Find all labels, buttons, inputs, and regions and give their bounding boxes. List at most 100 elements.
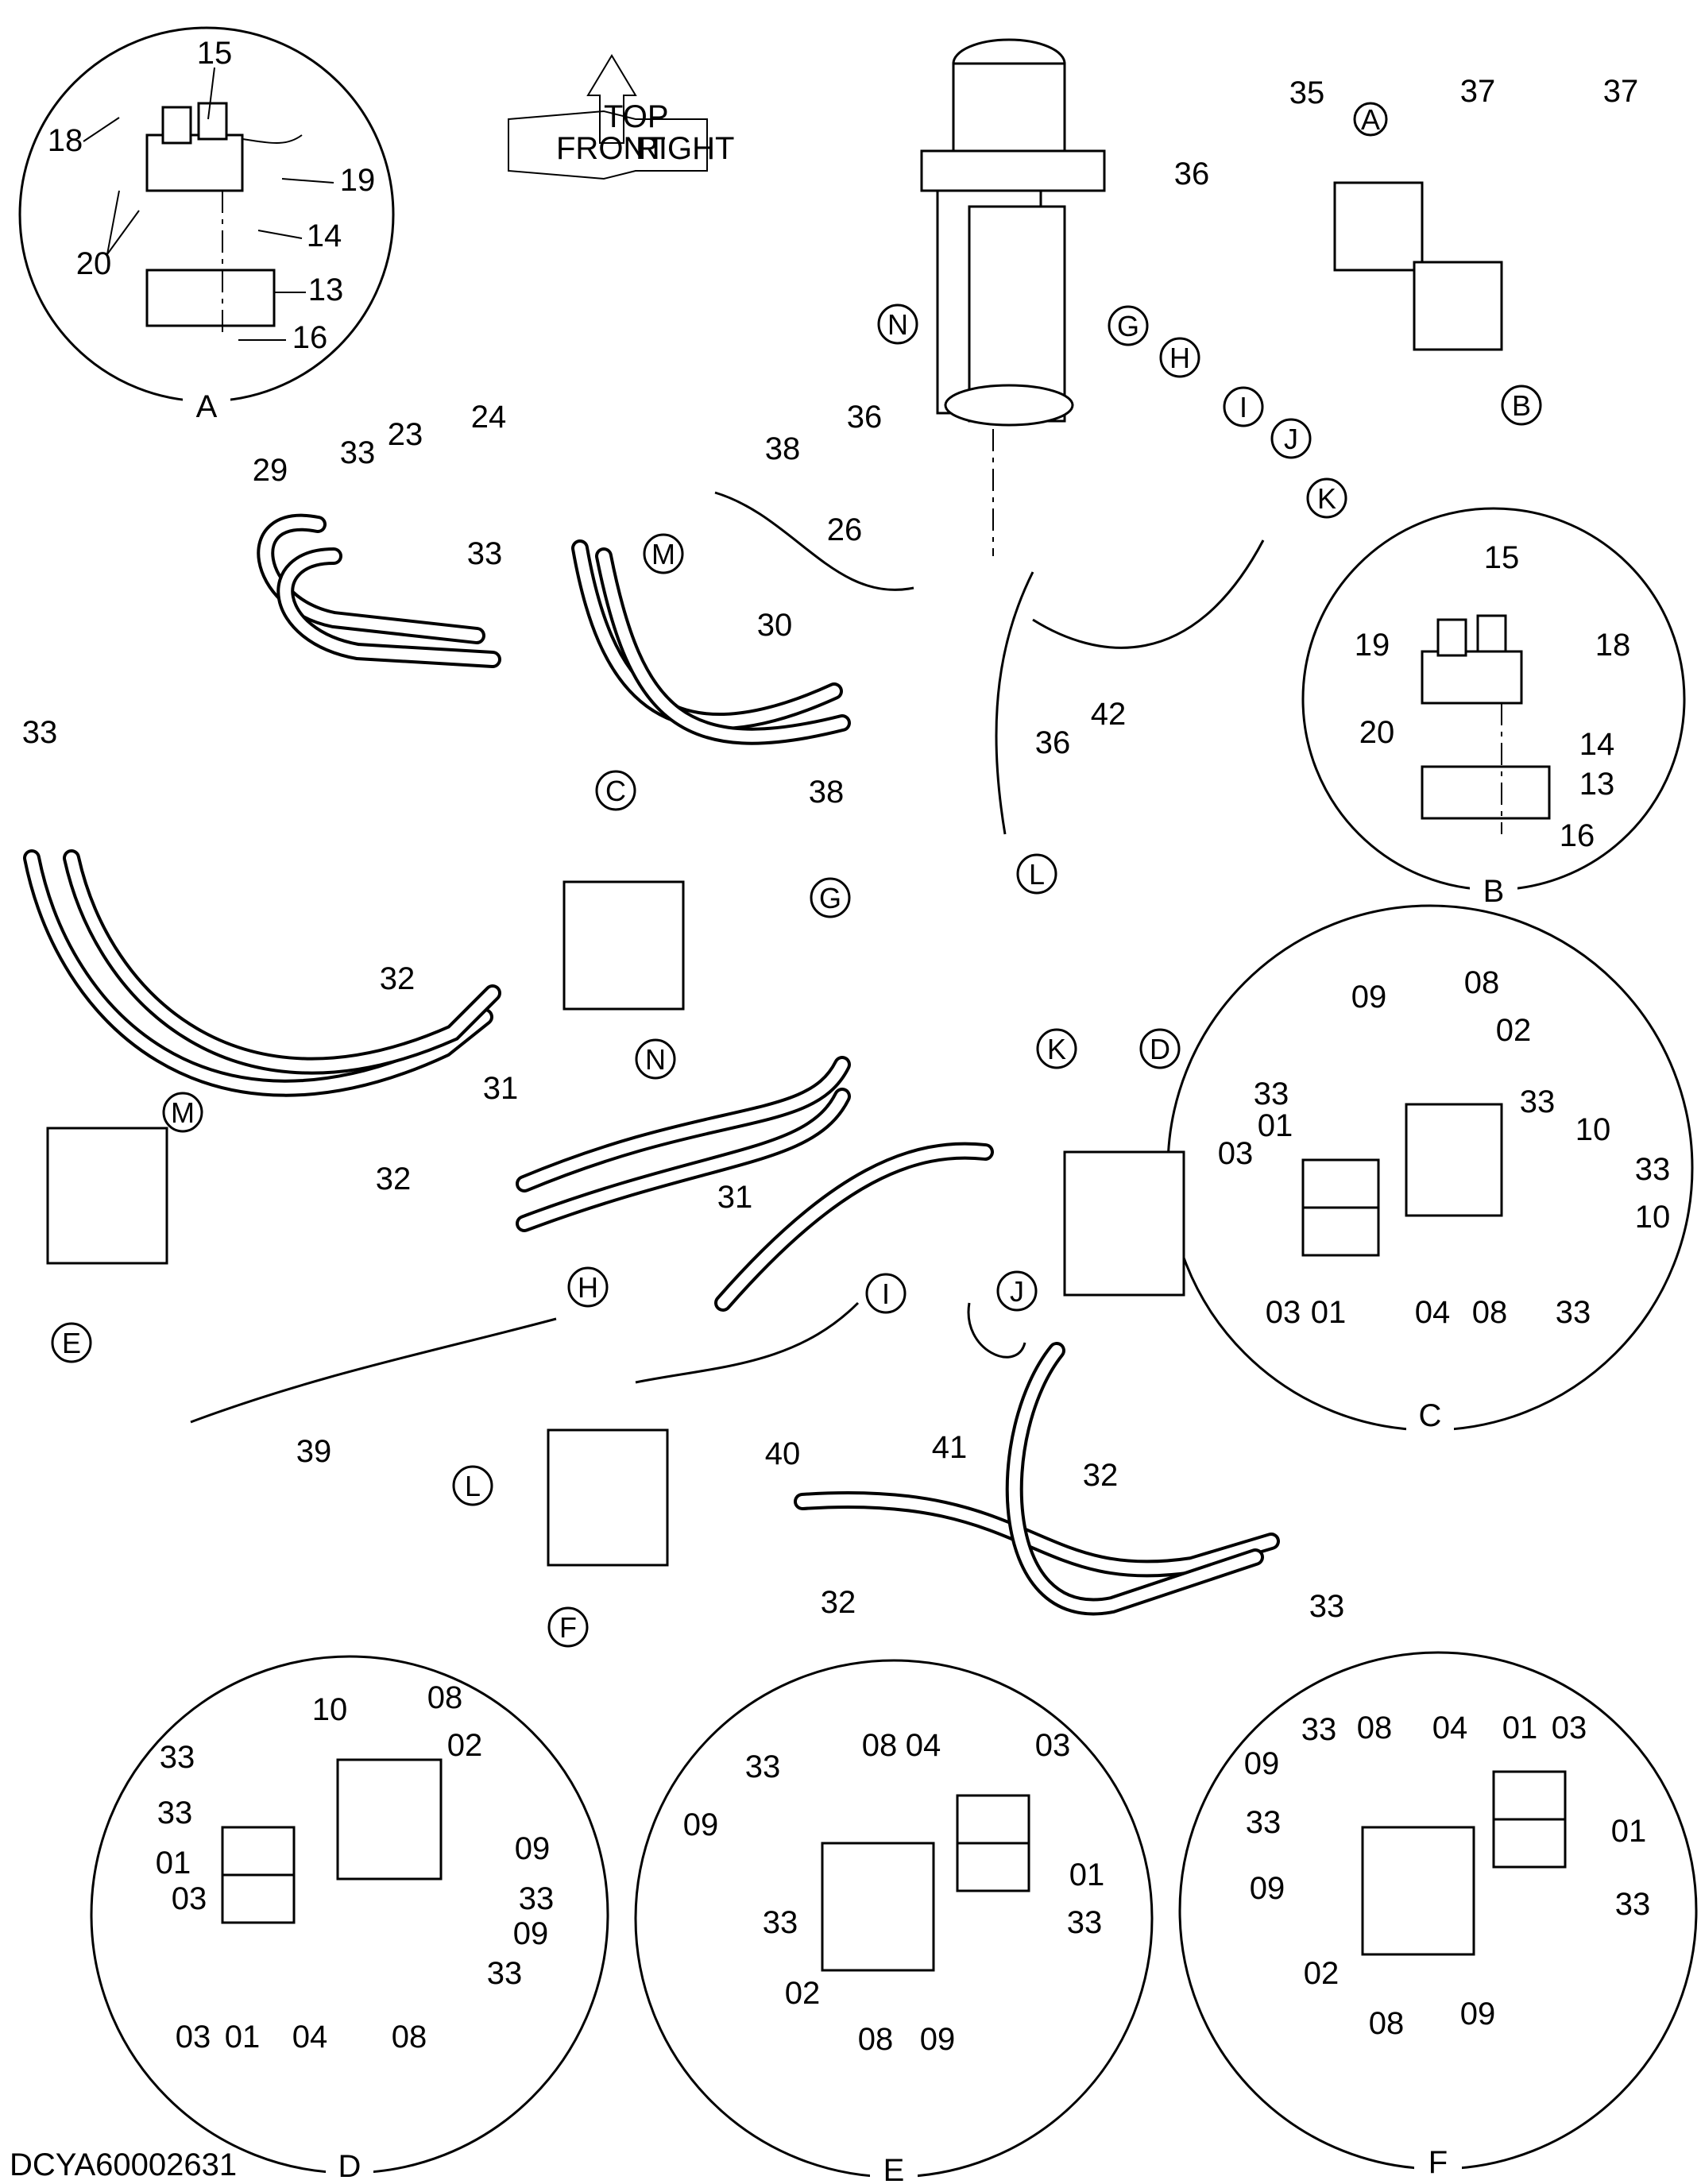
svg-text:18: 18 [48, 123, 83, 158]
svg-text:41: 41 [932, 1430, 968, 1465]
svg-text:32: 32 [376, 1162, 412, 1196]
svg-text:33: 33 [763, 1905, 798, 1940]
svg-text:L: L [465, 1470, 481, 1502]
svg-text:10: 10 [1635, 1200, 1671, 1235]
main-part-numbers: 35 37 37 36 24 23 33 29 33 38 36 26 30 4… [22, 74, 1639, 1624]
svg-text:35: 35 [1289, 75, 1325, 110]
svg-text:H: H [1169, 342, 1190, 374]
svg-text:03: 03 [176, 2020, 211, 2055]
callout-l-right: L [1016, 853, 1057, 895]
svg-text:10: 10 [312, 1692, 348, 1727]
svg-text:K: K [1317, 482, 1336, 515]
callout-f: F [547, 1606, 589, 1648]
valve-block-a [1333, 181, 1424, 272]
svg-text:H: H [578, 1271, 598, 1304]
svg-text:37: 37 [1603, 74, 1639, 109]
svg-text:09: 09 [920, 2022, 956, 2057]
svg-text:02: 02 [1304, 1956, 1340, 1991]
svg-text:09: 09 [1250, 1871, 1285, 1906]
svg-text:04: 04 [1432, 1710, 1468, 1745]
orientation-indicator: FRONT TOP RIGHT [508, 54, 734, 180]
svg-text:01: 01 [1311, 1295, 1347, 1330]
svg-text:02: 02 [785, 1976, 821, 2011]
svg-text:I: I [1239, 391, 1247, 423]
callout-k-left: K [1036, 1028, 1077, 1069]
svg-text:24: 24 [471, 400, 507, 435]
svg-text:E: E [62, 1327, 81, 1359]
svg-text:01: 01 [1069, 1857, 1105, 1892]
detail-e: E 33 08 04 03 09 01 33 33 02 08 09 [634, 1659, 1154, 2184]
swivel-joint [920, 38, 1106, 556]
svg-text:33: 33 [1246, 1805, 1282, 1840]
svg-text:04: 04 [906, 1728, 941, 1763]
svg-text:03: 03 [1552, 1710, 1587, 1745]
svg-text:38: 38 [809, 775, 845, 810]
callout-j-left: J [996, 1270, 1038, 1312]
callout-h-right: H [1159, 337, 1200, 378]
svg-text:01: 01 [1258, 1108, 1293, 1143]
svg-text:F: F [559, 1611, 577, 1644]
svg-text:15: 15 [197, 36, 233, 71]
svg-text:M: M [171, 1096, 195, 1129]
svg-text:36: 36 [847, 400, 883, 435]
detail-b-caption: B [1483, 874, 1505, 909]
svg-text:33: 33 [1067, 1905, 1103, 1940]
svg-text:D: D [1150, 1033, 1170, 1065]
svg-text:33: 33 [745, 1749, 781, 1784]
svg-text:33: 33 [1520, 1084, 1556, 1119]
svg-text:37: 37 [1460, 74, 1496, 109]
detail-f-caption: F [1428, 2145, 1448, 2180]
callout-m-top: M [643, 533, 684, 574]
detail-a: A 15 18 19 14 20 13 16 [18, 26, 395, 429]
svg-text:30: 30 [757, 608, 793, 643]
callout-g-right: G [1108, 305, 1149, 346]
svg-text:I: I [882, 1278, 890, 1310]
svg-text:32: 32 [821, 1585, 856, 1620]
detail-e-caption: E [883, 2153, 905, 2184]
svg-text:38: 38 [765, 431, 801, 466]
callout-l-left: L [452, 1465, 493, 1506]
svg-text:N: N [645, 1043, 666, 1076]
svg-text:20: 20 [76, 246, 112, 281]
detail-b: B 15 19 18 14 20 13 16 [1301, 507, 1686, 914]
letter-callouts: A B C D E F G G H H I I J J K K L L M M … [51, 102, 1542, 1648]
svg-text:03: 03 [1266, 1295, 1301, 1330]
svg-text:08: 08 [392, 2020, 427, 2055]
svg-text:J: J [1284, 423, 1298, 455]
svg-text:K: K [1047, 1033, 1066, 1065]
callout-j-right: J [1270, 418, 1312, 459]
svg-text:20: 20 [1359, 715, 1395, 750]
svg-text:33: 33 [1309, 1589, 1345, 1624]
orientation-front: FRONT [556, 131, 666, 166]
svg-text:19: 19 [340, 163, 376, 198]
svg-text:08: 08 [1464, 965, 1500, 1000]
callout-e: E [51, 1322, 92, 1363]
valve-block-c [562, 880, 685, 1011]
svg-text:04: 04 [1415, 1295, 1451, 1330]
orientation-top: TOP [604, 99, 669, 134]
main-hoses [23, 491, 1280, 1616]
svg-text:08: 08 [1369, 2006, 1405, 2041]
valve-block-e [46, 1127, 168, 1265]
svg-text:09: 09 [515, 1831, 551, 1866]
svg-text:08: 08 [862, 1728, 898, 1763]
callout-g-left: G [810, 877, 851, 918]
svg-text:01: 01 [1611, 1814, 1647, 1849]
svg-text:29: 29 [253, 453, 288, 488]
svg-text:02: 02 [447, 1728, 483, 1763]
svg-text:01: 01 [1502, 1710, 1538, 1745]
svg-text:L: L [1029, 858, 1045, 891]
detail-c-caption: C [1419, 1398, 1442, 1433]
svg-text:03: 03 [1218, 1136, 1254, 1171]
svg-text:32: 32 [380, 961, 416, 996]
callout-c: C [595, 770, 636, 811]
valve-blocks [46, 181, 1503, 1567]
svg-text:16: 16 [1560, 818, 1595, 853]
svg-text:B: B [1512, 389, 1531, 422]
svg-text:09: 09 [513, 1916, 549, 1951]
svg-text:A: A [1361, 103, 1380, 136]
svg-text:09: 09 [1460, 1997, 1496, 2031]
svg-text:15: 15 [1484, 540, 1520, 575]
svg-text:18: 18 [1595, 628, 1631, 663]
svg-text:08: 08 [1472, 1295, 1508, 1330]
